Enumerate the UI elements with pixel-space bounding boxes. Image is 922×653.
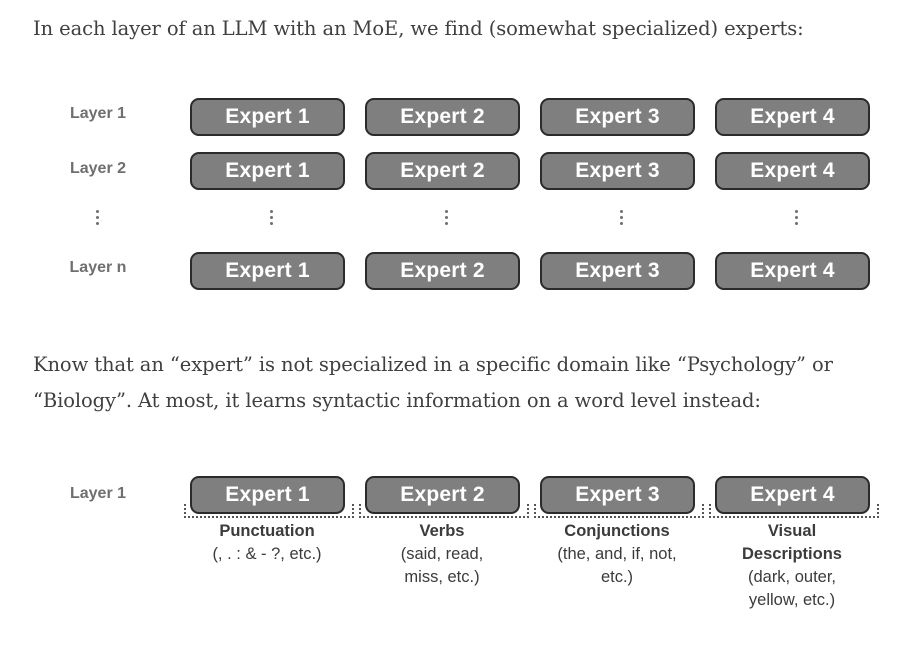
specialization-3: Conjunctions (the, and, if, not, etc.) [532,520,702,589]
vertical-ellipsis-icon [93,208,103,228]
layer2-expert-3: Expert 3 [540,152,695,190]
dotted-bracket [534,504,704,518]
specialization-4: Visual Descriptions (dark, outer, yellow… [707,520,877,612]
layer-label-1: Layer 1 [69,105,127,122]
specialization-1: Punctuation (, . : & - ?, etc.) [182,520,352,566]
dotted-bracket [184,504,354,518]
specialized-expert-4: Expert 4 [715,476,870,514]
layer-label-2: Layer 2 [69,160,127,177]
layer2-expert-2: Expert 2 [365,152,520,190]
dotted-bracket [359,504,529,518]
layern-expert-3: Expert 3 [540,252,695,290]
layern-expert-2: Expert 2 [365,252,520,290]
layer2-expert-4: Expert 4 [715,152,870,190]
layer1-expert-2: Expert 2 [365,98,520,136]
specialization-name: Visual Descriptions [742,522,842,563]
specialization-name: Punctuation [219,522,315,540]
specialization-2: Verbs (said, read, miss, etc.) [357,520,527,589]
explanation-line-2: “Biology”. At most, it learns syntactic … [33,389,761,412]
explanation-paragraph: Know that an “expert” is not specialized… [33,347,903,419]
layer-label-1-specialized: Layer 1 [69,485,127,502]
specialization-examples: (dark, outer, yellow, etc.) [747,568,837,609]
vertical-ellipsis-icon [442,208,452,228]
vertical-ellipsis-icon [267,208,277,228]
dotted-bracket [709,504,879,518]
specialized-expert-3: Expert 3 [540,476,695,514]
layern-expert-4: Expert 4 [715,252,870,290]
specialization-name: Verbs [419,522,465,540]
vertical-ellipsis-icon [617,208,627,228]
specialization-examples: (, . : & - ?, etc.) [212,545,322,563]
specialized-expert-2: Expert 2 [365,476,520,514]
specialization-examples: (the, and, if, not, etc.) [557,545,677,586]
specialization-examples: (said, read, miss, etc.) [400,545,484,586]
specialized-expert-1: Expert 1 [190,476,345,514]
intro-paragraph: In each layer of an LLM with an MoE, we … [33,17,804,40]
layer1-expert-3: Expert 3 [540,98,695,136]
layer1-expert-1: Expert 1 [190,98,345,136]
layer-label-n: Layer n [69,259,127,276]
explanation-line-1: Know that an “expert” is not specialized… [33,353,833,376]
layer1-expert-4: Expert 4 [715,98,870,136]
specialization-name: Conjunctions [564,522,670,540]
layern-expert-1: Expert 1 [190,252,345,290]
vertical-ellipsis-icon [792,208,802,228]
layer2-expert-1: Expert 1 [190,152,345,190]
